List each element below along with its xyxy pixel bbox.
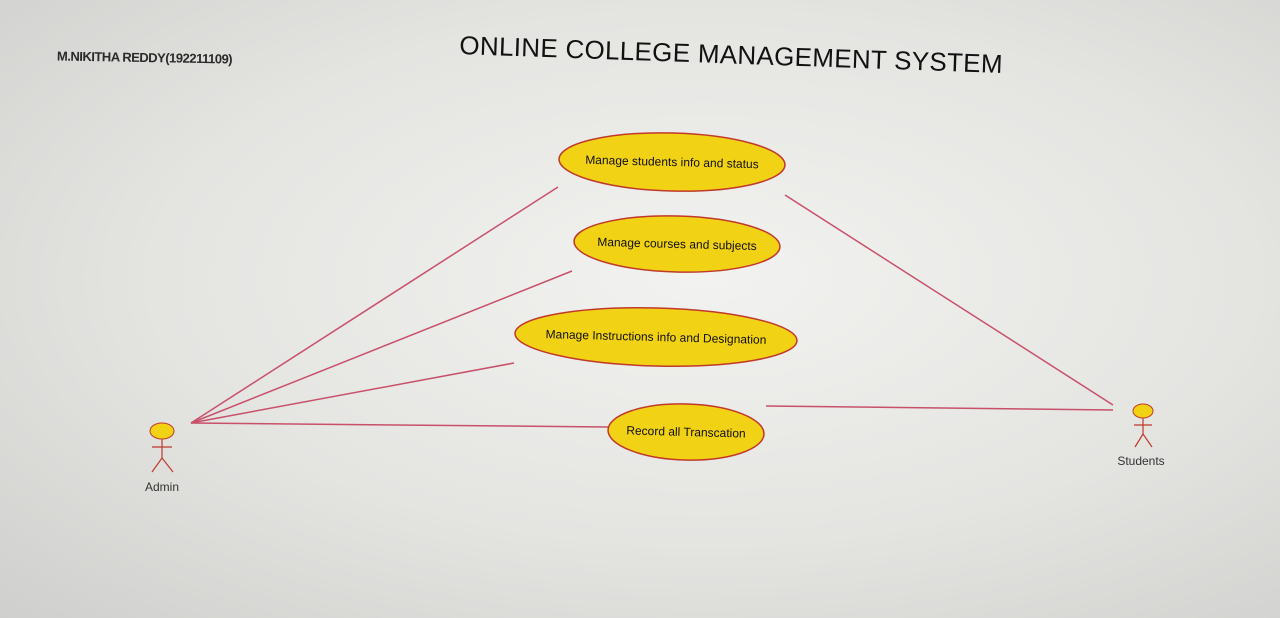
use-case-label: Manage students info and status — [585, 153, 759, 172]
actor-figure-icon — [149, 422, 175, 473]
association-students-usecase-4 — [765, 405, 1114, 411]
use-case-record-transactions[interactable]: Record all Transcation — [607, 402, 765, 462]
use-case-manage-instructions[interactable]: Manage Instructions info and Designation — [514, 304, 798, 369]
use-case-label: Manage courses and subjects — [597, 235, 757, 253]
actor-students[interactable]: Students — [1117, 403, 1165, 468]
association-students-usecase-1 — [784, 194, 1114, 406]
association-admin-usecase-3 — [190, 362, 515, 424]
actor-students-label: Students — [1117, 454, 1164, 468]
association-admin-usecase-1 — [190, 186, 559, 424]
association-admin-usecase-4 — [190, 422, 609, 428]
use-case-manage-students[interactable]: Manage students info and status — [558, 130, 786, 194]
actor-figure-icon — [1132, 403, 1154, 448]
use-case-label: Record all Transcation — [626, 423, 746, 440]
actor-admin[interactable]: Admin — [145, 422, 179, 494]
association-admin-usecase-2 — [190, 270, 573, 424]
actor-admin-label: Admin — [145, 480, 179, 494]
use-case-label: Manage Instructions info and Designation — [545, 327, 766, 347]
associations — [190, 186, 1114, 428]
use-case-manage-courses[interactable]: Manage courses and subjects — [573, 213, 781, 274]
